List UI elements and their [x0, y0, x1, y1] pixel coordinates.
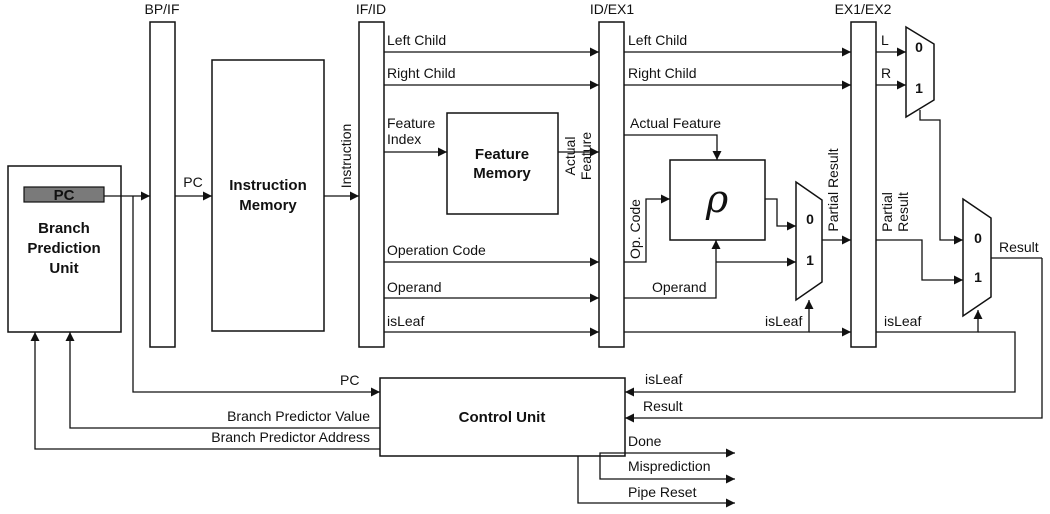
label-pipe-reset: Pipe Reset	[628, 484, 697, 500]
wire-rho-out	[765, 198, 796, 231]
label-result-out: Result	[999, 239, 1039, 255]
fmem-title-line1: Feature	[475, 146, 529, 163]
fmem-title-line2: Memory	[473, 165, 531, 182]
label-op-code: Op. Code	[627, 199, 643, 259]
label-left-child-2: Left Child	[628, 32, 687, 48]
label-left-child-1: Left Child	[387, 32, 446, 48]
wire-pipe-reset	[577, 456, 735, 508]
control-unit-label: Control Unit	[459, 409, 546, 426]
rho-symbol: ρ	[705, 177, 729, 221]
mux-child-input-1: 1	[915, 80, 923, 96]
mux-partial-input-1: 1	[806, 252, 814, 268]
label-isleaf-1: isLeaf	[387, 313, 424, 329]
bpu-title-line2: Prediction	[27, 240, 100, 257]
label-done: Done	[628, 433, 662, 449]
feature-memory: Feature Memory	[446, 112, 559, 215]
label-right-child-1: Right Child	[387, 65, 455, 81]
control-unit: Control Unit	[379, 377, 626, 457]
label-partial-result-v1: Partial	[879, 192, 895, 232]
bpu-pc-label: PC	[54, 187, 75, 204]
label-operand-2: Operand	[652, 279, 706, 295]
rho-unit: ρ	[669, 159, 766, 241]
label-pc-if: PC	[183, 174, 202, 190]
pipeline-register-bp-if: BP/IF	[144, 1, 180, 348]
wire-misprediction	[599, 456, 735, 484]
mux-child-select: 0 1	[905, 25, 935, 119]
stage-label-bp-if: BP/IF	[144, 1, 179, 17]
label-actual-feature-v2: Feature	[578, 132, 594, 180]
wire-actual-feature-2	[624, 134, 722, 160]
imem-title-line2: Memory	[239, 197, 297, 214]
mux-child-input-0: 0	[915, 39, 923, 55]
mux-result-input-0: 0	[974, 230, 982, 246]
bpu-title-line3: Unit	[49, 260, 78, 277]
label-right-child-2: Right Child	[628, 65, 696, 81]
mux-result: 0 1	[962, 197, 992, 318]
wire-isleaf-to-control	[625, 331, 1016, 397]
label-actual-feature-v1: Actual	[562, 137, 578, 176]
stage-label-if-id: IF/ID	[356, 1, 386, 17]
wire-partial-result-2	[876, 239, 963, 285]
label-partial-result: Partial Result	[825, 148, 841, 231]
label-instruction: Instruction	[338, 124, 354, 189]
wire-done	[599, 448, 735, 458]
instruction-memory: Instruction Memory	[211, 59, 325, 332]
bpu-title-line1: Branch	[38, 220, 90, 237]
mux-result-input-1: 1	[974, 269, 982, 285]
wire-result-to-control	[625, 258, 1043, 423]
pipeline-register-if-id: IF/ID	[356, 1, 386, 348]
pipeline-register-id-ex1: ID/EX1	[590, 1, 635, 348]
label-l: L	[881, 32, 889, 48]
imem-title-line1: Instruction	[229, 177, 307, 194]
pipeline-register-ex1-ex2: EX1/EX2	[835, 1, 892, 348]
label-r: R	[881, 65, 891, 81]
label-feature-index-1: Feature	[387, 115, 435, 131]
label-isleaf-3: isLeaf	[884, 313, 921, 329]
mux-partial-result: 0 1	[795, 180, 823, 302]
label-operation-code: Operation Code	[387, 242, 486, 258]
stage-label-ex1-ex2: EX1/EX2	[835, 1, 892, 17]
label-operand-1: Operand	[387, 279, 441, 295]
label-isleaf-2: isLeaf	[765, 313, 802, 329]
wire-child-to-result-mux	[919, 110, 963, 245]
wire-bp-address	[30, 332, 380, 450]
mux-partial-input-0: 0	[806, 211, 814, 227]
label-misprediction: Misprediction	[628, 458, 710, 474]
wire-pc-to-control	[132, 196, 380, 397]
label-feature-index-2: Index	[387, 131, 421, 147]
wire-bp-value	[65, 332, 380, 429]
label-bp-address: Branch Predictor Address	[211, 429, 370, 445]
stage-label-id-ex1: ID/EX1	[590, 1, 635, 17]
wire-operand-to-rho	[624, 240, 721, 299]
branch-prediction-unit: PC Branch Prediction Unit	[7, 165, 122, 333]
label-actual-feature: Actual Feature	[630, 115, 721, 131]
label-isleaf-control: isLeaf	[645, 371, 682, 387]
wire-op-code	[624, 194, 670, 263]
label-bp-value: Branch Predictor Value	[227, 408, 370, 424]
bpu-pc-register	[23, 186, 105, 203]
label-result-control: Result	[643, 398, 683, 414]
label-pc-control: PC	[340, 372, 359, 388]
label-partial-result-v2: Result	[895, 192, 911, 232]
